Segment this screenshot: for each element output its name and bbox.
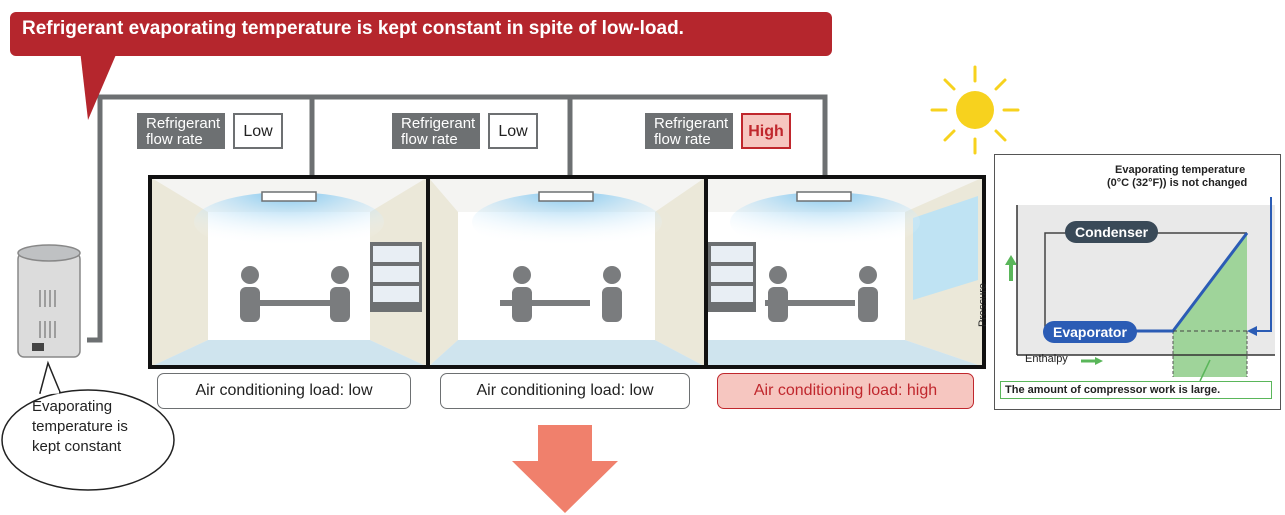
down-arrow-icon [512, 425, 618, 513]
flow-label-line-1: Refrigerant [654, 115, 729, 132]
load-label-room-2: Air conditioning load: low [440, 373, 690, 409]
compressor-work-note: The amount of compressor work is large. [1000, 381, 1272, 399]
y-axis-label: Pressure [977, 282, 989, 327]
load-label-room-3: Air conditioning load: high [717, 373, 974, 409]
flow-label-line-2: flow rate [654, 131, 711, 148]
flow-label-line-1: Refrigerant [401, 115, 476, 132]
graph-title-line-1: Evaporating temperature [1115, 164, 1246, 176]
banner-pointer [80, 50, 118, 120]
banner-title: Refrigerant evaporating temperature is k… [22, 18, 684, 39]
flow-label-room-2: Refrigerant flow rate [392, 113, 480, 149]
flow-label-line-2: flow rate [401, 131, 458, 148]
room-3 [706, 177, 984, 367]
pressure-enthalpy-diagram: Evaporating temperature (0°C (32°F)) is … [977, 154, 1281, 410]
room-2 [428, 177, 706, 367]
evaporator-label: Evaporator [1043, 321, 1137, 343]
flow-label-line-1: Refrigerant [146, 115, 221, 132]
flow-value-room-2: Low [488, 113, 538, 149]
outdoor-unit-icon [17, 244, 81, 358]
flow-label-room-1: Refrigerant flow rate [137, 113, 225, 149]
x-axis-label: Enthalpy [1025, 353, 1068, 365]
flow-label-line-2: flow rate [146, 131, 203, 148]
flow-label-room-3: Refrigerant flow rate [645, 113, 733, 149]
ph-graph-lines [1005, 197, 1275, 382]
flow-value-room-3: High [741, 113, 791, 149]
condenser-label: Condenser [1065, 221, 1159, 243]
sun-icon [930, 65, 1020, 155]
load-label-room-1: Air conditioning load: low [157, 373, 411, 409]
outdoor-bubble [1, 360, 175, 491]
graph-title-line-2: (0°C (32°F)) is not changed [1107, 177, 1248, 189]
flow-value-room-1: Low [233, 113, 283, 149]
bubble-line-1: Evaporating [32, 398, 113, 415]
bubble-line-2: temperature is [32, 418, 128, 435]
headline-banner [10, 12, 832, 56]
bubble-line-3: kept constant [32, 438, 122, 455]
